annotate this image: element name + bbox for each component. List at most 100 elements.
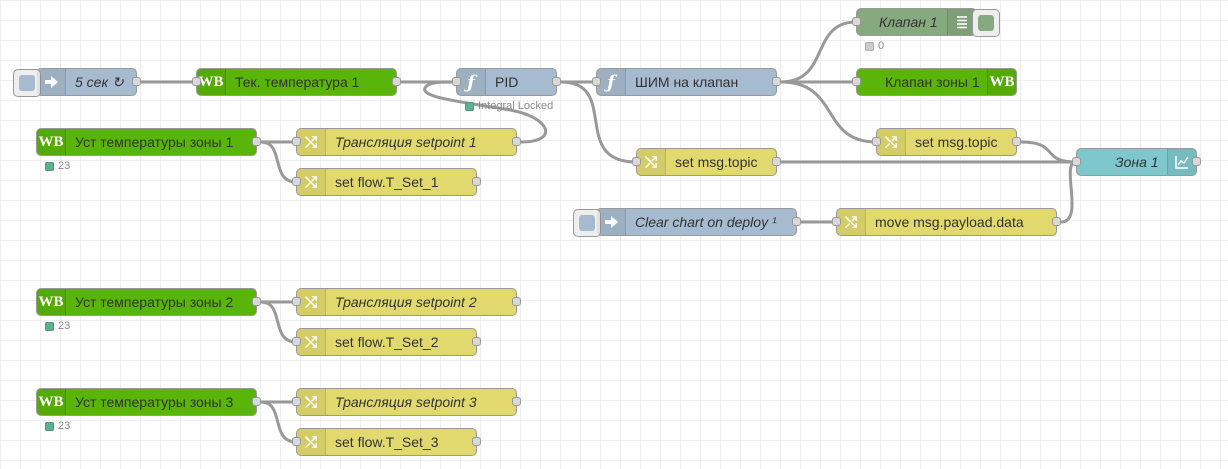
function-node-pid[interactable]: ƒ PID [452, 68, 561, 96]
input-port[interactable] [292, 337, 301, 346]
change-node-set-flow-t-set-3[interactable]: ⤭ set flow.T_Set_3 [292, 428, 481, 456]
shuffle-icon: ⤭ [297, 389, 326, 415]
node-label: Уст температуры зоны 1 [75, 134, 234, 150]
input-port[interactable] [292, 137, 301, 146]
node-label: set msg.topic [915, 134, 998, 150]
chart-icon [1167, 149, 1196, 175]
node-label: Уст температуры зоны 3 [75, 394, 234, 410]
node-label: Трансляция setpoint 3 [335, 394, 477, 410]
wb-icon: WB [197, 69, 226, 95]
output-port[interactable] [512, 397, 521, 406]
input-port[interactable] [592, 77, 601, 86]
input-port[interactable] [1072, 157, 1081, 166]
status-text: 23 [58, 160, 71, 172]
node-label: PID [495, 74, 519, 90]
output-port[interactable] [472, 177, 481, 186]
change-node-set-msg-topic[interactable]: ⤭ set msg.topic [632, 148, 781, 176]
inject-node-5-sec[interactable]: 5 сек ↻ [13, 68, 141, 97]
inject-trigger-button[interactable] [13, 69, 41, 97]
wb-node-ust-temperatury-2[interactable]: WB Уст температуры зоны 2 [36, 288, 261, 316]
output-port[interactable] [1052, 217, 1061, 226]
wb-icon: WB [37, 389, 66, 415]
wire[interactable] [780, 20, 857, 84]
input-port[interactable] [292, 297, 301, 306]
inject-node-clear-chart[interactable]: Clear chart on deploy ¹ [573, 208, 801, 237]
output-port[interactable] [512, 137, 521, 146]
output-port[interactable] [1012, 137, 1021, 146]
wire[interactable] [260, 140, 297, 184]
input-port[interactable] [292, 437, 301, 446]
change-node-translyaciya-1[interactable]: ⤭ Трансляция setpoint 1 [292, 128, 521, 156]
output-port[interactable] [252, 397, 261, 406]
chart-node-zona-1[interactable]: Зона 1 [1072, 148, 1201, 176]
shuffle-icon: ⤭ [637, 149, 666, 175]
input-port[interactable] [192, 77, 201, 86]
wire[interactable] [780, 80, 877, 144]
shuffle-icon: ⤭ [837, 209, 866, 235]
change-node-move-payload[interactable]: ⤭ move msg.payload.data [832, 208, 1061, 236]
input-port[interactable] [832, 217, 841, 226]
change-node-set-flow-t-set-1[interactable]: ⤭ set flow.T_Set_1 [292, 168, 481, 196]
status-dot [45, 321, 54, 331]
inject-trigger-button[interactable] [573, 209, 601, 237]
node-label: Уст температуры зоны 2 [75, 294, 234, 310]
output-port[interactable] [252, 137, 261, 146]
wire[interactable] [1020, 140, 1077, 164]
status-dot [865, 41, 874, 51]
wb-node-tek-temperatura[interactable]: WB Тек. температура 1 [192, 68, 401, 96]
output-port[interactable] [552, 77, 561, 86]
status-text: 23 [58, 320, 71, 332]
wire[interactable] [1060, 160, 1077, 224]
wb-node-klapan-zony-1[interactable]: Клапан зоны 1 WB [852, 68, 1017, 96]
output-port[interactable] [252, 297, 261, 306]
wire[interactable] [560, 80, 637, 164]
node-label: Клапан зоны 1 [885, 74, 980, 90]
wb-node-ust-temperatury-3[interactable]: WB Уст температуры зоны 3 [36, 388, 261, 416]
pid-status: Integral Locked [465, 100, 553, 112]
input-port[interactable] [452, 77, 461, 86]
wb-icon: WB [37, 129, 66, 155]
output-port[interactable] [512, 297, 521, 306]
wb-node-ust-temperatury-1[interactable]: WB Уст температуры зоны 1 [36, 128, 261, 156]
node-label: set flow.T_Set_3 [335, 434, 439, 450]
change-node-set-msg-topic[interactable]: ⤭ set msg.topic [872, 128, 1021, 156]
output-port[interactable] [792, 217, 801, 226]
input-port[interactable] [292, 397, 301, 406]
input-port[interactable] [852, 77, 861, 86]
change-node-set-flow-t-set-2[interactable]: ⤭ set flow.T_Set_2 [292, 328, 481, 356]
node-label: ШИМ на клапан [635, 74, 739, 90]
change-node-translyaciya-2[interactable]: ⤭ Трансляция setpoint 2 [292, 288, 521, 316]
input-port[interactable] [852, 17, 861, 26]
wire[interactable] [260, 300, 297, 344]
output-port[interactable] [772, 77, 781, 86]
output-port[interactable] [472, 337, 481, 346]
node-label: set flow.T_Set_1 [335, 174, 439, 190]
wb-icon: WB [37, 289, 66, 315]
node-label: move msg.payload.data [875, 214, 1024, 230]
shuffle-icon: ⤭ [877, 129, 906, 155]
shuffle-icon: ⤭ [297, 129, 326, 155]
output-port[interactable] [772, 157, 781, 166]
status-dot [465, 101, 474, 111]
dashboard-toggle-button[interactable] [972, 9, 1000, 37]
shuffle-icon: ⤭ [297, 289, 326, 315]
ust-2-status: 23 [45, 320, 70, 332]
wire[interactable] [260, 400, 297, 444]
output-port[interactable] [472, 437, 481, 446]
node-label: set flow.T_Set_2 [335, 334, 439, 350]
output-port[interactable] [1192, 157, 1201, 166]
arrow-right-icon [37, 69, 66, 95]
klapan-1-status: 0 [865, 40, 884, 52]
change-node-translyaciya-3[interactable]: ⤭ Трансляция setpoint 3 [292, 388, 521, 416]
output-port[interactable] [392, 77, 401, 86]
input-port[interactable] [292, 177, 301, 186]
node-label: 5 сек ↻ [75, 74, 124, 90]
input-port[interactable] [872, 137, 881, 146]
dashboard-node-klapan-1[interactable]: Клапан 1 [852, 8, 1000, 37]
output-port[interactable] [132, 77, 141, 86]
status-text: Integral Locked [478, 100, 554, 112]
function-node-shim[interactable]: ƒ ШИМ на клапан [592, 68, 781, 96]
input-port[interactable] [632, 157, 641, 166]
